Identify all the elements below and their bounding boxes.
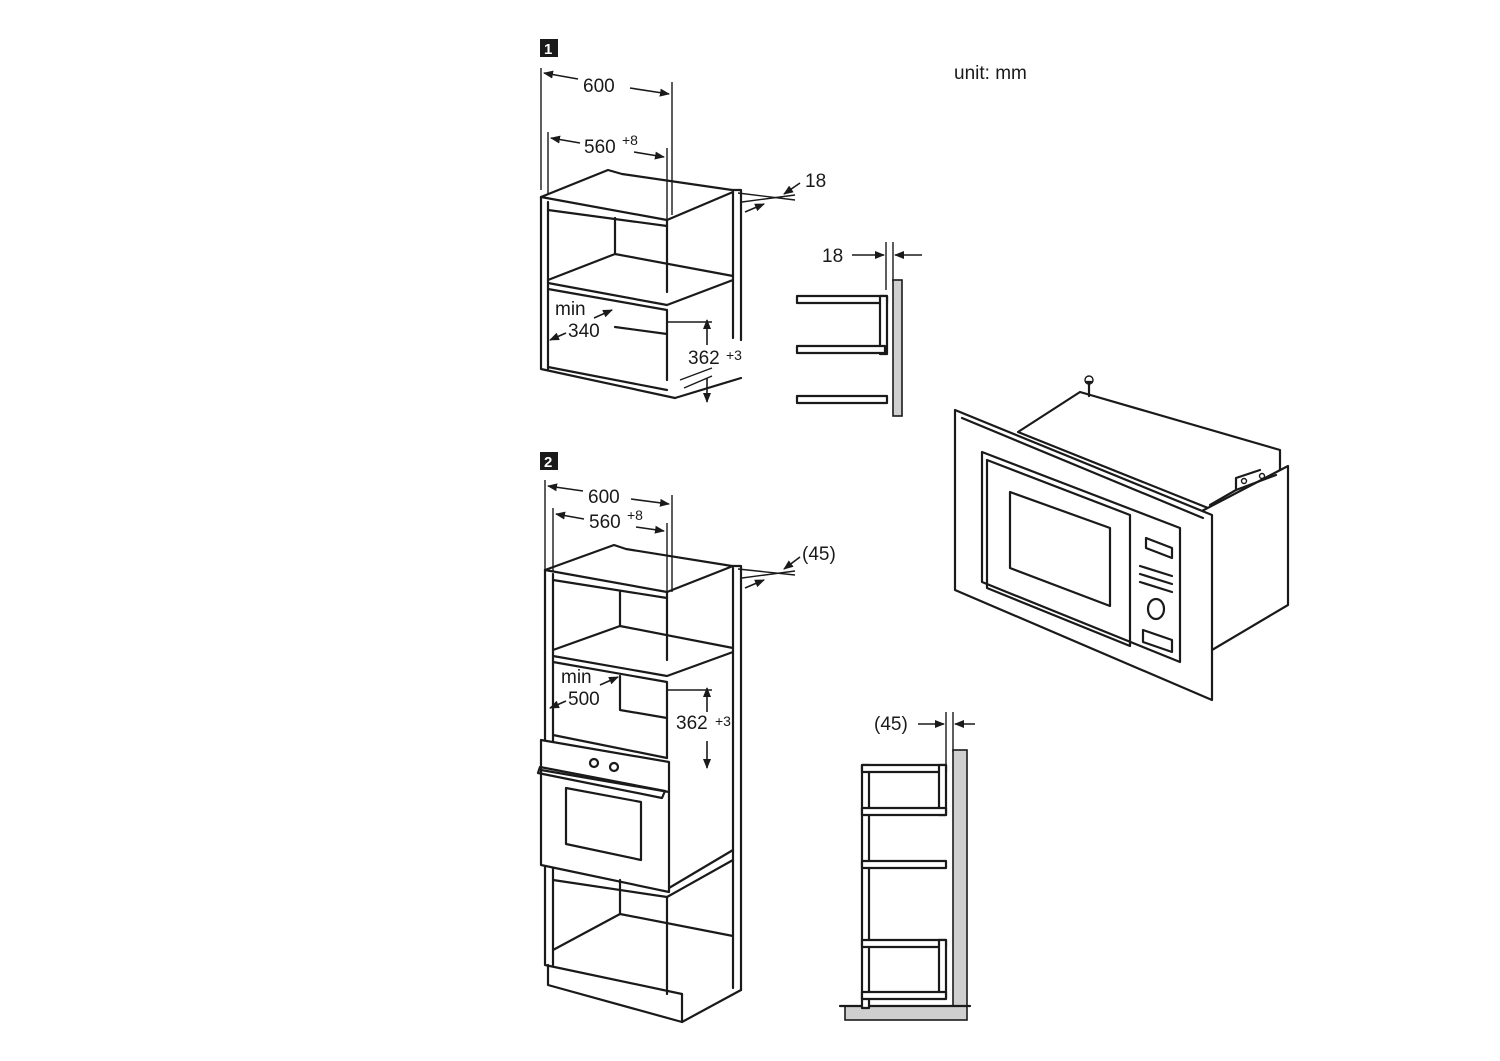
step2-niche-560-label: 560	[589, 512, 621, 533]
step1-height-tol-label: +3	[726, 347, 742, 363]
step1-thickness-18-label: 18	[805, 171, 826, 192]
step1-min-340-label: 340	[568, 321, 600, 342]
step2-dim-niche-width: 560 +8	[552, 507, 668, 592]
step2-badge: 2	[540, 452, 558, 471]
unit-label: unit: mm	[954, 63, 1027, 84]
detail1-thickness-label: 18	[822, 246, 843, 267]
step2-height-362-label: 362	[676, 713, 708, 734]
side-panel-section-icon: 18	[795, 242, 922, 417]
step1-height-362-label: 362	[688, 348, 720, 369]
step1-width-600-label: 600	[583, 76, 615, 97]
detail2-thickness-label: (45)	[874, 714, 908, 735]
cabinet-wall-unit-icon	[539, 168, 743, 400]
step1-group: 1 600 560 +8	[539, 39, 922, 417]
step2-group: 2 600 560 +8	[536, 452, 975, 1024]
side-panel-section-tall-icon: (45)	[838, 712, 975, 1021]
step1-dim-min-depth: min 340	[549, 299, 613, 342]
step2-thickness-45-label: (45)	[802, 544, 836, 565]
step1-dim-niche-width: 560 +8	[547, 132, 668, 220]
step1-badge-number: 1	[544, 41, 552, 58]
step2-dim-cabinet-width: 600	[544, 480, 673, 592]
step2-dim-min-depth: min 500	[549, 667, 619, 710]
step2-height-tol-label: +3	[715, 713, 731, 729]
step1-niche-560-label: 560	[584, 137, 616, 158]
step1-dim-niche-height: 362 +3	[667, 319, 742, 403]
step1-dim-side-thickness: 18	[737, 171, 826, 213]
step2-badge-number: 2	[544, 454, 552, 471]
step1-badge: 1	[540, 39, 558, 58]
step2-min-500-label: 500	[568, 689, 600, 710]
built-in-microwave-icon	[953, 375, 1290, 702]
step2-dim-side-thickness: (45)	[737, 544, 836, 589]
step2-niche-tol-label: +8	[627, 507, 643, 523]
step2-width-600-label: 600	[588, 487, 620, 508]
step2-min-label: min	[561, 667, 592, 688]
step1-niche-tol-label: +8	[622, 132, 638, 148]
step1-dim-cabinet-width: 600	[540, 68, 673, 215]
tall-cabinet-with-oven-icon	[536, 543, 743, 1024]
step1-min-label: min	[555, 299, 586, 320]
step2-dim-niche-height: 362 +3	[667, 687, 731, 769]
